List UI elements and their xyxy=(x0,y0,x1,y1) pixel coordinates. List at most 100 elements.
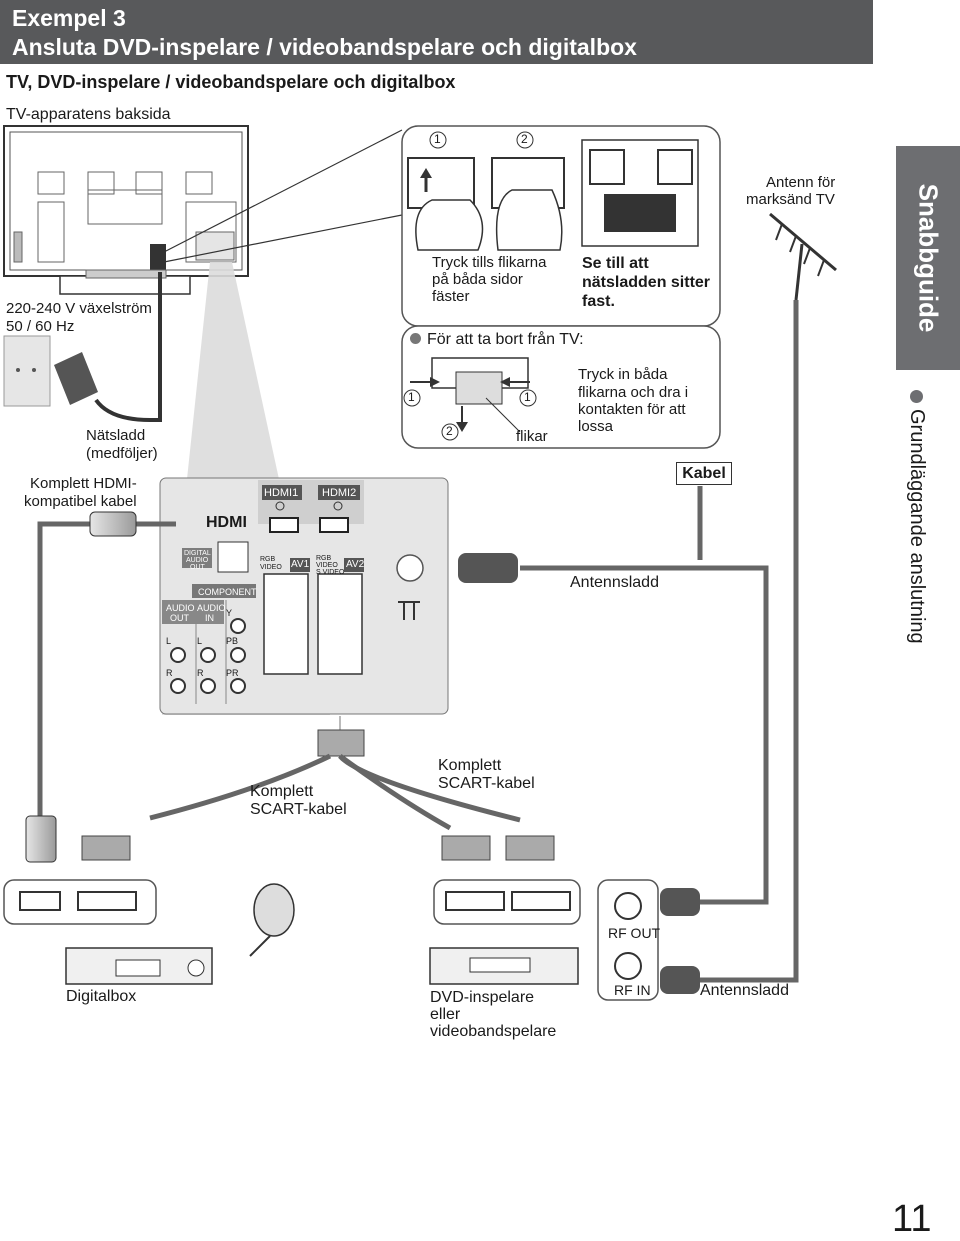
coax-plug-icon xyxy=(660,888,700,916)
rf-panel xyxy=(597,879,659,1001)
recorder-label-line3: videobandspelare xyxy=(430,1023,557,1040)
attach-ensure-line3: fast. xyxy=(582,293,615,310)
hand-icon xyxy=(495,189,563,251)
hdmi-cable xyxy=(37,521,96,820)
remove-step-2: 2 xyxy=(446,424,453,438)
av2-signal-rgb: RGB xyxy=(316,555,332,562)
hdmi-plug-icon xyxy=(25,815,57,863)
hdmi-cable-label-line2: kompatibel kabel xyxy=(24,493,137,510)
attach-ensure-line1: Se till att xyxy=(582,255,649,272)
remove-instruction-line2: flikarna och dra i xyxy=(578,384,689,401)
hdmi1-label: HDMI1 xyxy=(264,487,299,499)
digital-audio-out-label-2: AUDIO xyxy=(186,557,209,564)
audio-in-l-label: L xyxy=(197,636,203,646)
recorder-label-line1: DVD-inspelare xyxy=(430,989,535,1006)
av2-signal-video: VIDEO xyxy=(316,562,338,569)
remove-instruction-line1: Tryck in båda xyxy=(578,366,668,383)
bullet-icon xyxy=(410,333,421,344)
component-label: COMPONENT xyxy=(198,587,257,597)
antenna-label-line2: marksänd TV xyxy=(746,191,835,208)
coax-plug-icon xyxy=(660,966,700,994)
audio-in-label-1: AUDIO xyxy=(197,603,226,613)
power-plug-icon xyxy=(54,352,98,405)
attach-step-1: 1 xyxy=(434,132,441,146)
recorder-label-line2: eller xyxy=(430,1006,461,1023)
side-tab-label: Snabbguide xyxy=(913,183,944,333)
connection-diagram xyxy=(3,125,837,1001)
power-label-line1: 220-240 V växelström xyxy=(6,300,152,317)
section-subtitle: TV, DVD-inspelare / videobandspelare och… xyxy=(6,72,456,92)
digital-audio-out-label-1: DIGITAL xyxy=(184,550,211,557)
scart-left-label-line1: Komplett xyxy=(250,783,314,800)
scart-cable-left xyxy=(149,753,332,821)
digital-audio-out-label-3: OUT xyxy=(190,564,205,571)
remove-step-1-right: 1 xyxy=(524,390,531,404)
av1-label: AV1 xyxy=(291,559,310,570)
component-y-label: Y xyxy=(226,608,233,618)
tv-back-illustration xyxy=(3,125,249,295)
page-title: Ansluta DVD-inspelare / videobandspelare… xyxy=(12,34,637,60)
antenna-lead-label-top: Antennsladd xyxy=(570,574,659,591)
antenna-terminal-icon xyxy=(398,601,420,620)
hdmi2-label: HDMI2 xyxy=(322,487,357,499)
scart-plug-icon xyxy=(317,729,365,757)
av1-signal-video: VIDEO xyxy=(260,564,282,571)
audio-out-l-label: L xyxy=(166,636,172,646)
audio-out-r-label: R xyxy=(166,668,173,678)
page-number: 11 xyxy=(892,1198,932,1240)
audio-out-label-2: OUT xyxy=(170,613,189,623)
attach-ensure-line2: nätsladden sitter xyxy=(582,274,711,291)
remove-step-1-left: 1 xyxy=(408,390,415,404)
tv-back-label: TV-apparatens baksida xyxy=(6,106,171,123)
av2-signal-svideo: S VIDEO xyxy=(316,569,345,576)
rf-in-label: RF IN xyxy=(614,982,651,998)
cable-label: Kabel xyxy=(676,462,732,485)
scart-left-label-line2: SCART-kabel xyxy=(250,801,347,818)
satellite-dish-icon xyxy=(253,883,295,937)
hdmi-cable-label-line1: Komplett HDMI- xyxy=(30,475,137,492)
hdmi-logo: HDMI xyxy=(206,514,247,531)
component-pb-label: PB xyxy=(226,636,239,646)
mains-lead-label-line2: (medföljer) xyxy=(86,445,158,462)
connector-panel xyxy=(159,477,449,715)
av2-label: AV2 xyxy=(346,559,365,570)
attach-instruction-line3: fäster xyxy=(432,288,470,305)
terrestrial-antenna-lead xyxy=(700,300,799,983)
example-number: Exempel 3 xyxy=(12,5,126,31)
remove-heading-text: För att ta bort från TV: xyxy=(427,331,584,348)
antenna-socket-icon xyxy=(396,554,424,582)
scart-right-label-line1: Komplett xyxy=(438,757,502,774)
audio-in-r-label: R xyxy=(197,668,204,678)
antenna-label-line1: Antenn för xyxy=(766,174,836,191)
attach-instruction-line2: på båda sidor xyxy=(432,271,523,288)
side-tab: Snabbguide xyxy=(896,146,960,370)
remove-box xyxy=(401,325,721,449)
antenna-icon xyxy=(769,212,837,301)
antenna-lead-label-bottom: Antennsladd xyxy=(700,982,789,999)
digitalbox-label: Digitalbox xyxy=(66,988,137,1005)
tabs-label: flikar xyxy=(516,428,548,445)
audio-out-label-1: AUDIO xyxy=(166,603,195,613)
remove-instruction-line3: kontakten för att xyxy=(578,401,686,418)
av1-signal-rgb: RGB xyxy=(260,556,276,563)
rf-out-label: RF OUT xyxy=(608,925,661,941)
mains-lead-label-line1: Nätsladd xyxy=(86,427,146,444)
hdmi-plug-icon xyxy=(89,511,137,537)
attach-instruction-line1: Tryck tills flikarna xyxy=(432,254,547,271)
side-subtitle: Grundläggande anslutning xyxy=(905,390,928,644)
header-bar: Exempel 3 Ansluta DVD-inspelare / videob… xyxy=(0,0,873,64)
antenna-lead-to-tv xyxy=(520,565,769,905)
mains-lead xyxy=(94,272,162,422)
scart-right-label-line2: SCART-kabel xyxy=(438,775,535,792)
bullet-icon xyxy=(909,390,923,403)
side-subtitle-text: Grundläggande anslutning xyxy=(906,409,928,644)
attach-step-2: 2 xyxy=(521,132,528,146)
hand-icon xyxy=(415,199,484,251)
component-pr-label: PR xyxy=(226,668,239,678)
power-label-line2: 50 / 60 Hz xyxy=(6,318,75,335)
audio-in-label-2: IN xyxy=(205,613,214,623)
remove-instruction-line4: lossa xyxy=(578,418,614,435)
wall-socket-icon xyxy=(3,335,51,407)
coax-plug-icon xyxy=(458,553,518,583)
remove-heading: För att ta bort från TV: xyxy=(410,331,584,349)
